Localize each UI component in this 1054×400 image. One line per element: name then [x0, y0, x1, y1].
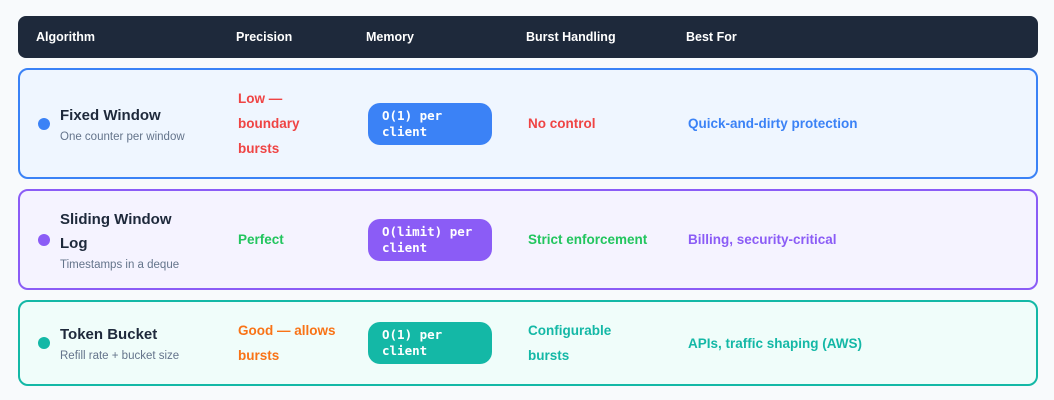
status-dot	[38, 337, 50, 349]
best-for-value: Quick-and-dirty protection	[688, 116, 858, 131]
algorithm-subtitle: Timestamps in a deque	[60, 258, 180, 271]
precision-cell: Good — allows bursts	[238, 302, 338, 384]
algorithm-subtitle: One counter per window	[60, 130, 185, 143]
algorithm-name: Fixed Window	[60, 106, 161, 124]
precision-value: Low — boundary bursts	[238, 91, 300, 156]
memory-badge: O(limit) per client	[368, 218, 492, 261]
burst-cell: Configurable bursts	[528, 302, 628, 384]
burst-cell: Strict enforcement	[528, 191, 678, 288]
algorithm-cell: Fixed Window One counter per window	[60, 70, 230, 177]
header-burst-handling: Burst Handling	[526, 30, 616, 44]
best-for-cell: APIs, traffic shaping (AWS)	[688, 302, 1018, 384]
burst-cell: No control	[528, 70, 678, 177]
memory-badge: O(1) per client	[368, 102, 492, 145]
table-row: Token Bucket Refill rate + bucket size G…	[18, 300, 1038, 386]
status-dot	[38, 117, 50, 130]
header-precision: Precision	[236, 30, 293, 44]
precision-cell: Perfect	[238, 191, 324, 288]
table-row: Fixed Window One counter per window Low …	[18, 68, 1038, 179]
burst-handling-value: Configurable bursts	[528, 323, 612, 363]
status-dot	[38, 233, 50, 246]
burst-handling-value: Strict enforcement	[528, 232, 648, 247]
algorithm-subtitle: Refill rate + bucket size	[60, 350, 180, 362]
best-for-value: APIs, traffic shaping (AWS)	[688, 335, 863, 351]
best-for-value: Billing, security-critical	[688, 232, 837, 247]
table-row: Sliding Window Log Timestamps in a deque…	[18, 189, 1038, 290]
algorithm-cell: Token Bucket Refill rate + bucket size	[60, 302, 230, 384]
best-for-cell: Quick-and-dirty protection	[688, 70, 1018, 177]
memory-cell: O(1) per client	[368, 70, 508, 177]
precision-cell: Low — boundary bursts	[238, 70, 324, 177]
memory-cell: O(1) per client	[368, 302, 508, 384]
precision-value: Perfect	[238, 232, 284, 247]
algorithm-name: Sliding Window Log	[60, 210, 172, 252]
header-memory: Memory	[366, 30, 414, 44]
memory-cell: O(limit) per client	[368, 191, 508, 288]
best-for-cell: Billing, security-critical	[688, 191, 1018, 288]
memory-badge: O(1) per client	[368, 322, 492, 364]
burst-handling-value: No control	[528, 116, 596, 131]
algorithm-cell: Sliding Window Log Timestamps in a deque	[60, 191, 200, 288]
precision-value: Good — allows bursts	[238, 323, 336, 363]
algorithm-name: Token Bucket	[60, 326, 158, 343]
header-algorithm: Algorithm	[36, 30, 96, 44]
header-best-for: Best For	[686, 30, 737, 44]
table-header: Algorithm Precision Memory Burst Handlin…	[18, 16, 1038, 58]
